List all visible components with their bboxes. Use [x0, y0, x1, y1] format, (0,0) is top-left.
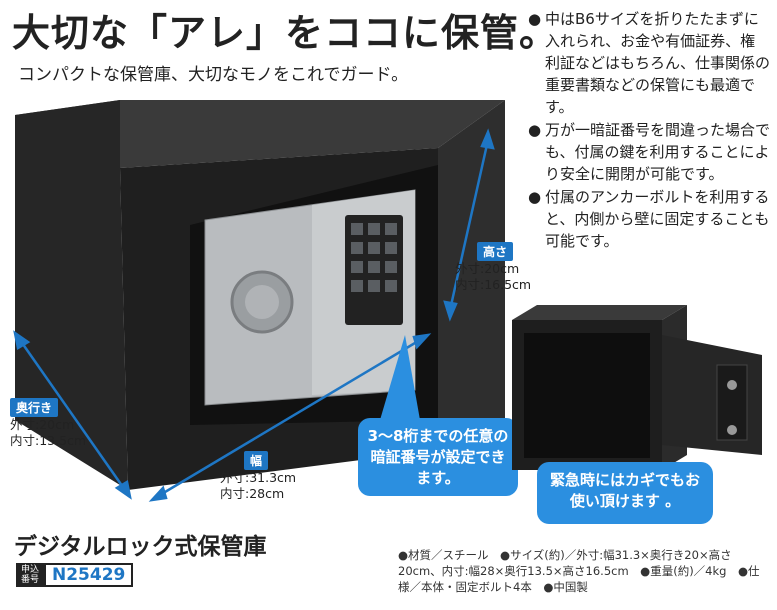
height-label: 高さ — [477, 242, 514, 261]
depth-dimension: 奥行き 外寸:20cm 内寸:13.5cm — [10, 397, 86, 449]
feature-text: 付属のアンカーボルトを利用すると、内側から壁に固定することも可能です。 — [545, 188, 770, 250]
feature-text: 万が一暗証番号を間違った場合でも、付属の鍵を利用することにより安全に開閉が可能で… — [545, 121, 771, 183]
depth-inner: 内寸:13.5cm — [10, 433, 87, 448]
subheadline: コンパクトな保管庫、大切なモノをこれでガード。 — [18, 65, 409, 85]
bullet-icon: ● — [528, 188, 542, 206]
height-inner: 内寸:16.5cm — [455, 277, 532, 292]
handle-center-icon — [245, 285, 279, 319]
width-label: 幅 — [244, 451, 269, 470]
safe-side — [438, 100, 505, 450]
spec-text: ●材質／スチール ●サイズ(約)／外寸:幅31.3×奥行き20×高さ20cm、内… — [398, 548, 760, 594]
safe-illustration — [13, 100, 505, 502]
height-outer: 外寸:20cm — [455, 261, 520, 276]
safe-top — [15, 100, 505, 168]
feature-item: ●万が一暗証番号を間違った場合でも、付属の鍵を利用することにより安全に開閉が可能… — [528, 119, 770, 185]
feature-item: ●中はB6サイズを折りたたまずに入れられ、お金や有価証券、権利証などはもちろん、… — [528, 8, 770, 118]
order-number-box: 申込 番号 N25429 — [16, 563, 134, 587]
pin-callout-pointer — [380, 335, 420, 420]
bullet-icon: ● — [528, 121, 542, 139]
feature-item: ●付属のアンカーボルトを利用すると、内側から壁に固定することも可能です。 — [528, 186, 770, 252]
keypad-keys — [351, 223, 397, 292]
safe-left-side — [15, 100, 128, 490]
bolt-icon — [727, 380, 737, 390]
feature-text: 中はB6サイズを折りたたまずに入れられ、お金や有価証券、権利証などはもちろん、仕… — [545, 10, 771, 116]
feature-list: ●中はB6サイズを折りたたまずに入れられ、お金や有価証券、権利証などはもちろん、… — [528, 8, 770, 253]
order-tag-line2: 番号 — [20, 575, 39, 585]
order-tag-line1: 申込 — [20, 565, 39, 575]
order-tag: 申込 番号 — [16, 563, 44, 587]
height-dimension: 高さ 外寸:20cm 内寸:16.5cm — [455, 241, 531, 293]
depth-label: 奥行き — [10, 398, 59, 417]
headline: 大切な「アレ」をココに保管。 — [12, 11, 559, 55]
dimension-arrows — [13, 128, 495, 502]
order-number: N25429 — [44, 563, 134, 587]
key-callout: 緊急時にはカギでもお使い頂けます 。 — [537, 462, 713, 524]
width-dimension: 幅 外寸:31.3cm 内寸:28cm — [220, 450, 296, 502]
bullet-icon: ● — [528, 10, 542, 28]
width-outer: 外寸:31.3cm — [220, 470, 297, 485]
width-inner: 内寸:28cm — [220, 486, 285, 501]
bolt-icon — [727, 425, 737, 435]
pin-callout: 3〜8桁までの任意の暗証番号が設定できます。 — [358, 418, 518, 496]
open-safe-illustration — [512, 305, 762, 470]
depth-outer: 外寸:20cm — [10, 417, 75, 432]
product-title: デジタルロック式保管庫 — [14, 534, 267, 560]
